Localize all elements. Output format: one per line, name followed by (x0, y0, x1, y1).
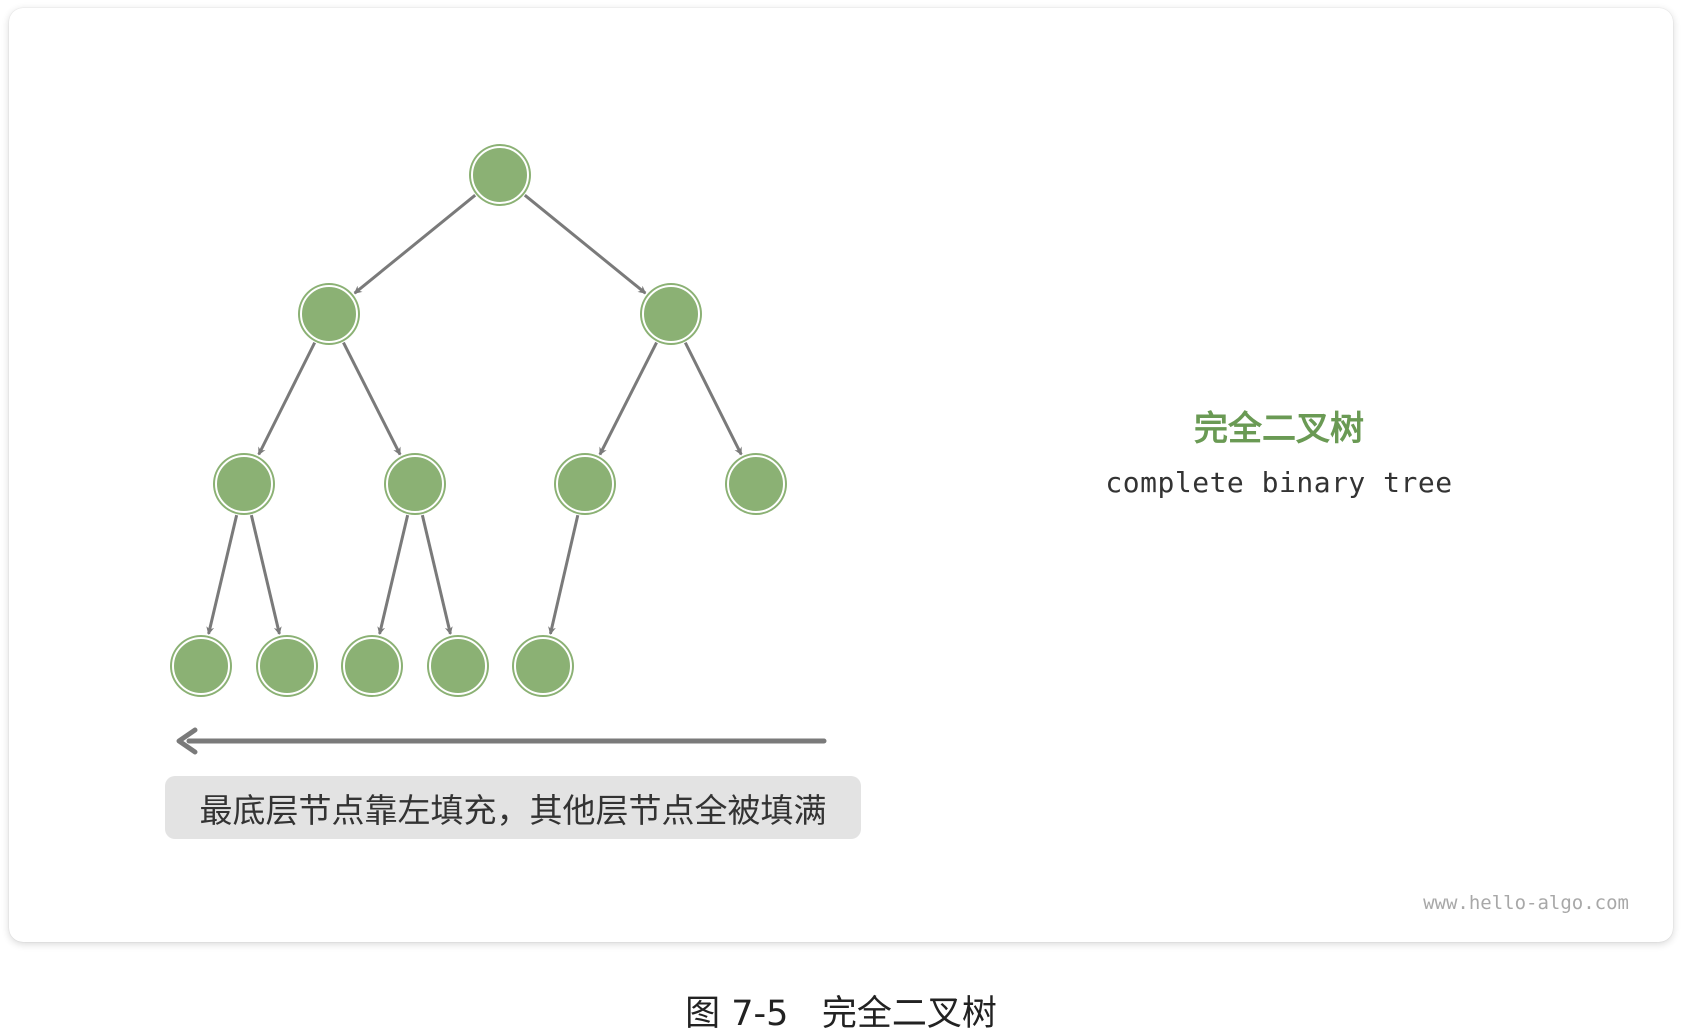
tree-edge (683, 341, 743, 456)
tree-type-label-en: complete binary tree (1105, 466, 1453, 499)
tree-edge (257, 341, 317, 456)
tree-nodes (170, 144, 787, 697)
tree-node (256, 635, 318, 697)
tree-node (554, 453, 616, 515)
tree-node (427, 635, 489, 697)
tree-node (725, 453, 787, 515)
fill-rule-text: 最底层节点靠左填充，其他层节点全被填满 (199, 790, 827, 830)
tree-edge (206, 514, 239, 635)
figure-card: 最底层节点靠左填充，其他层节点全被填满 完全二叉树 complete binar… (9, 8, 1673, 942)
tree-node (213, 453, 275, 515)
tree-node (469, 144, 531, 206)
fill-direction-arrow (176, 727, 827, 755)
tree-node (512, 635, 574, 697)
tree-edge (548, 514, 580, 635)
tree-edge (342, 341, 402, 456)
tree-node (170, 635, 232, 697)
tree-node (384, 453, 446, 515)
figure-caption: 图 7-5 完全二叉树 (685, 994, 997, 1034)
tree-node (298, 283, 360, 345)
tree-diagram (170, 144, 827, 755)
fill-rule-note: 最底层节点靠左填充，其他层节点全被填满 (165, 776, 861, 839)
tree-edge (249, 514, 282, 635)
tree-type-label-cn: 完全二叉树 (1194, 409, 1364, 449)
tree-edge (353, 194, 477, 295)
tree-edge (598, 341, 658, 456)
watermark: www.hello-algo.com (1423, 892, 1629, 914)
tree-node (640, 283, 702, 345)
tree-node (341, 635, 403, 697)
tree-edge (523, 194, 647, 295)
tree-edge (377, 514, 410, 635)
tree-edge (420, 514, 453, 635)
tree-edges (206, 194, 743, 635)
